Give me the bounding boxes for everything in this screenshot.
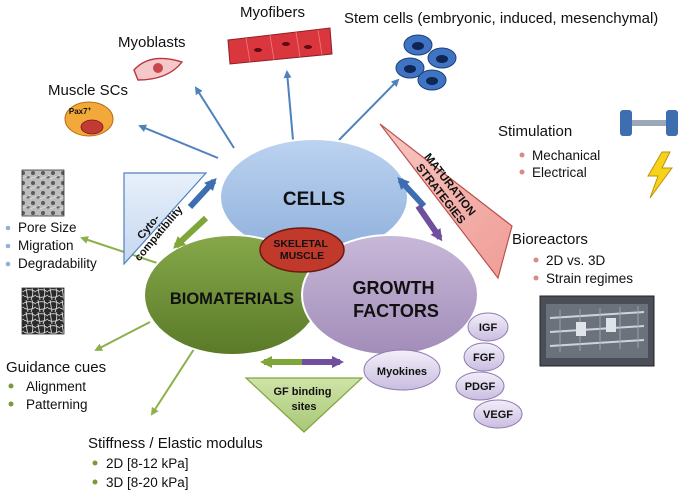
pax7-label: Pax7+ [69,107,92,116]
arrow-to-muscle-scs [138,124,219,159]
aligned-fiber-image [21,287,65,335]
cells-label: CELLS [283,189,345,210]
myoblasts-group: Myoblasts [118,34,186,81]
stimulation-title: Stimulation [498,123,572,140]
pax7-text: Pax7 [69,107,88,116]
stiffness-item-1: 3D [8-20 kPa] [106,475,189,490]
stiffness-group: Stiffness / Elastic modulus 2D [8-12 kPa… [88,435,263,490]
gf-binding-line1: GF binding [273,386,331,398]
gf-bubble-igf: IGF [467,312,509,342]
arrow-to-myoblasts [194,86,235,149]
gf-bubble-vegf: VEGF [473,399,523,429]
myoblasts-label: Myoblasts [118,34,186,51]
gf-bubble-pdgf: PDGF [455,371,505,401]
bioreactor-image [539,295,655,367]
scaffold-props-group: Pore Size Migration Degradability [5,169,97,271]
bioreactors-item-1: Strain regimes [546,271,633,286]
porous-scaffold-image [21,169,65,217]
stimulation-item-1: Electrical [532,165,587,180]
bioreactors-title: Bioreactors [512,231,588,248]
skeletal-muscle-ellipse [259,227,345,273]
guidance-group: Guidance cues Alignment Patterning [6,287,106,412]
scaffold-prop-1: Migration [18,238,74,253]
growth-line2: FACTORS [353,301,439,321]
stimulation-group: Stimulation Mechanical Electrical [498,110,678,199]
myofibers-label: Myofibers [240,4,305,21]
gf-binding-line2: sites [291,401,316,413]
pax7-sup: + [88,107,92,113]
arrow-to-stem-cells [338,78,400,141]
gf-binding-triangle: GF binding sites [244,377,364,433]
bioreactors-group: Bioreactors 2D vs. 3D Strain regimes [512,231,655,367]
myofibers-group: Myofibers [227,4,333,65]
double-arrow-bio-cyto [173,215,209,249]
dumbbell-icon [620,110,678,136]
svg-text:MATURATION STRATEGIES: MATURATION STRATEGIES [411,151,479,228]
myokines-label: Myokines [377,366,427,378]
guidance-title: Guidance cues [6,359,106,376]
growth-factors-label: GROWTH FACTORS [353,278,440,321]
skeletal-line1: SKELETAL [273,238,328,250]
double-arrow-cells-cyto [187,178,217,210]
gf-vegf-label: VEGF [483,409,513,421]
gf-pdgf-label: PDGF [465,381,496,393]
skeletal-muscle-label: SKELETAL MUSCLE [273,238,330,262]
stiffness-item-0: 2D [8-12 kPa] [106,456,189,471]
growth-line1: GROWTH [353,278,435,298]
scaffold-prop-0: Pore Size [18,220,77,235]
svg-text:GF binding sites: GF binding sites [273,386,334,413]
muscle-scs-group: Muscle SCs Pax7+ [48,82,128,137]
stiffness-title: Stiffness / Elastic modulus [88,435,263,452]
double-arrows [173,177,443,368]
stem-cell-icon [395,34,457,91]
arrow-to-stiffness [150,345,197,416]
double-arrow-cells-mat [397,177,427,209]
myokines-bubble: Myokines [363,349,441,391]
stem-cells-label: Stem cells (embryonic, induced, mesenchy… [344,10,658,27]
arrow-to-guidance [94,321,151,351]
arrow-to-myofibers [283,70,294,141]
double-arrow-gf-mat [415,204,443,242]
stimulation-item-0: Mechanical [532,148,600,163]
lightning-icon [647,151,673,199]
gf-igf-label: IGF [479,322,498,334]
skeletal-line2: MUSCLE [280,250,324,262]
biomaterials-label: BIOMATERIALS [170,290,294,308]
gf-fgf-label: FGF [473,352,495,364]
gf-bubble-fgf: FGF [463,342,505,372]
bioreactors-item-0: 2D vs. 3D [546,253,606,268]
guidance-item-0: Alignment [26,379,86,394]
myofiber-icon [227,27,333,65]
stem-cells-group: Stem cells (embryonic, induced, mesenchy… [344,10,658,91]
muscle-scs-label: Muscle SCs [48,82,128,99]
guidance-item-1: Patterning [26,397,88,412]
scaffold-prop-2: Degradability [18,256,97,271]
